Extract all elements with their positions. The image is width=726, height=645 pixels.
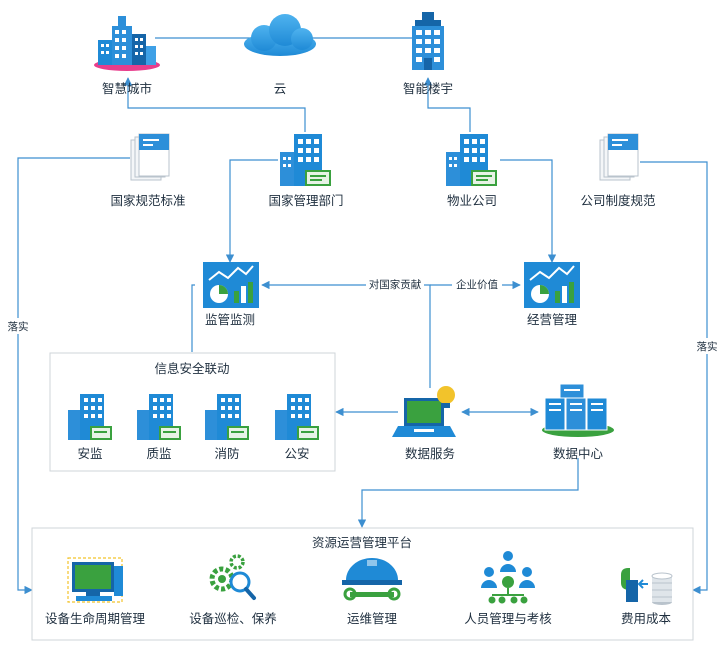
security-item-label: 安监 — [77, 446, 102, 461]
document-stack-icon — [599, 133, 639, 181]
city-buildings-icon — [94, 16, 160, 71]
office-building-icon — [275, 394, 319, 440]
office-building-icon — [280, 134, 331, 186]
platform-item-label: 人员管理与考核 — [464, 611, 552, 626]
property-company-node[interactable]: 物业公司 — [446, 134, 497, 208]
data-center-node[interactable]: 数据中心 — [542, 383, 614, 461]
edge-label-implement-left: 落实 — [8, 320, 29, 333]
cloud-icon — [244, 14, 316, 56]
platform-item-label: 设备巡检、保养 — [189, 611, 277, 626]
connector-standard-platform — [17, 157, 130, 595]
national-standard-label: 国家规范标准 — [110, 193, 185, 208]
security-item-2[interactable]: 质监 — [137, 394, 181, 461]
security-item-label: 消防 — [214, 446, 239, 461]
platform-item-personnel[interactable]: 人员管理与考核 — [464, 551, 552, 626]
operation-mgmt-node[interactable]: 经营管理 — [524, 262, 580, 327]
edge-label-implement-right: 落实 — [697, 340, 718, 353]
platform-title: 资源运营管理平台 — [312, 535, 412, 550]
operation-mgmt-label: 经营管理 — [527, 312, 578, 327]
data-center-label: 数据中心 — [553, 446, 604, 461]
company-policy-node[interactable]: 公司制度规范 — [580, 133, 656, 208]
data-service-node[interactable]: 数据服务 — [392, 386, 456, 461]
platform-item-label: 设备生命周期管理 — [45, 611, 146, 626]
office-building-icon — [137, 394, 181, 440]
cloud-node[interactable]: 云 — [244, 14, 316, 96]
laptop-idea-icon — [392, 386, 456, 437]
connector-dept-supervision — [225, 159, 278, 263]
office-building-icon — [446, 134, 497, 186]
edge-label-national-contribution: 对国家贡献 — [369, 278, 422, 291]
connector-property-operation — [500, 159, 557, 263]
security-item-label: 公安 — [284, 446, 309, 461]
computer-monitor-icon — [67, 557, 123, 603]
platform-item-label: 运维管理 — [347, 611, 398, 626]
platform-item-inspection[interactable]: 设备巡检、保养 — [189, 554, 277, 626]
dashboard-chart-icon — [524, 262, 580, 308]
connector-datacenter-platform — [357, 458, 579, 528]
property-company-label: 物业公司 — [447, 193, 497, 208]
cloud-label: 云 — [274, 81, 287, 96]
national-dept-label: 国家管理部门 — [268, 193, 343, 208]
security-item-4[interactable]: 公安 — [275, 394, 319, 461]
gear-search-icon — [209, 554, 256, 600]
connectors — [17, 37, 708, 595]
national-dept-node[interactable]: 国家管理部门 — [268, 134, 344, 208]
edge-label-enterprise-value: 企业价值 — [456, 278, 498, 291]
smart-building-node[interactable]: 智能楼宇 — [403, 12, 453, 96]
building-icon — [412, 12, 444, 70]
people-team-icon — [481, 551, 535, 604]
platform-item-label: 费用成本 — [621, 611, 672, 626]
dashboard-chart-icon — [203, 262, 259, 308]
platform-item-maintenance[interactable]: 运维管理 — [342, 558, 402, 626]
smart-building-label: 智能楼宇 — [403, 81, 453, 96]
document-stack-icon — [130, 133, 170, 181]
smart-city-node[interactable]: 智慧城市 — [94, 16, 160, 96]
security-item-1[interactable]: 安监 — [68, 394, 112, 461]
server-rack-icon — [542, 383, 614, 437]
office-building-icon — [205, 394, 249, 440]
security-item-3[interactable]: 消防 — [205, 394, 249, 461]
security-item-label: 质监 — [146, 446, 171, 461]
company-policy-label: 公司制度规范 — [580, 193, 655, 208]
data-service-label: 数据服务 — [405, 446, 455, 461]
helmet-wrench-icon — [342, 558, 402, 601]
security-group-title: 信息安全联动 — [154, 361, 229, 376]
connector-property-building — [423, 77, 471, 132]
supervision-node[interactable]: 监管监测 — [203, 262, 259, 327]
connector-policy-platform — [640, 161, 708, 595]
smart-city-label: 智慧城市 — [102, 81, 152, 96]
connector-supervision-security — [191, 284, 195, 352]
wallet-coins-icon — [621, 568, 673, 605]
connector-dept-city — [123, 77, 306, 132]
office-building-icon — [68, 394, 112, 440]
national-standard-node[interactable]: 国家规范标准 — [110, 133, 186, 208]
platform-item-lifecycle[interactable]: 设备生命周期管理 — [45, 557, 146, 626]
platform-item-cost[interactable]: 费用成本 — [621, 568, 673, 626]
supervision-label: 监管监测 — [205, 312, 255, 327]
